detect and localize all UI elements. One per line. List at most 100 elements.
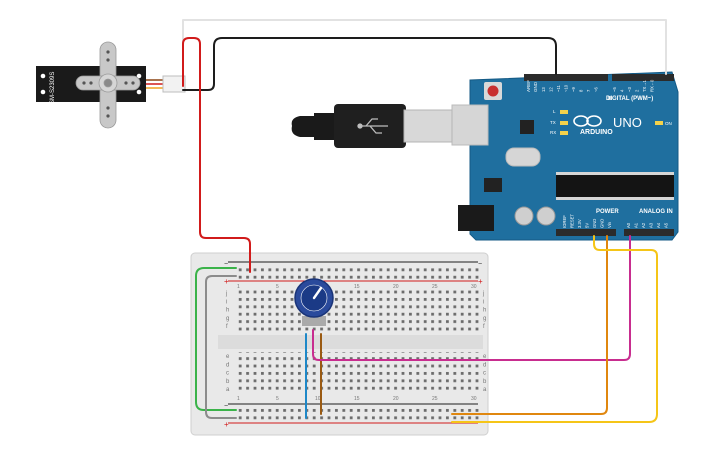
row-letter: b bbox=[483, 379, 487, 385]
column-numbers: 115510101515202025253030 bbox=[237, 284, 477, 402]
row-letter: f bbox=[483, 324, 485, 330]
usb-cable-end bbox=[291, 116, 316, 137]
row-letter: e bbox=[226, 354, 230, 360]
usb-cable bbox=[291, 104, 453, 148]
crystal bbox=[505, 147, 541, 167]
wire-magenta-a0 bbox=[312, 235, 631, 361]
on-led-label: ON bbox=[665, 121, 672, 126]
atmega-chip bbox=[556, 175, 674, 197]
column-number: 30 bbox=[471, 396, 477, 402]
chip-socket-bottom bbox=[556, 197, 674, 200]
analog-pin-label: A2 bbox=[641, 222, 646, 228]
usb-chip bbox=[520, 120, 534, 134]
tx-led bbox=[560, 121, 568, 125]
analog-label: ANALOG IN bbox=[639, 209, 673, 215]
usb-symbol-lower bbox=[369, 125, 382, 134]
digital-header-left bbox=[524, 74, 608, 81]
horn-hole bbox=[131, 81, 135, 85]
logo-right-loop bbox=[586, 115, 602, 127]
row-letter: a bbox=[226, 387, 230, 393]
digital-pin-label: ~5 bbox=[612, 87, 617, 92]
digital-pin-label: RX←0 bbox=[650, 79, 655, 92]
top-minus-sign-right: − bbox=[478, 261, 482, 268]
usb-jack bbox=[451, 104, 489, 146]
digital-pin-label: 8 bbox=[579, 89, 584, 92]
l-led bbox=[560, 110, 568, 114]
row-letter: j bbox=[225, 291, 227, 297]
row-letter: d bbox=[226, 362, 229, 368]
row-letter: i bbox=[226, 299, 227, 305]
on-led bbox=[655, 121, 663, 125]
potentiometer bbox=[294, 278, 334, 326]
digital-pin-label: ~6 bbox=[594, 87, 599, 92]
digital-pin-label: 13 bbox=[541, 87, 546, 92]
arduino-brand: ARDUINO bbox=[580, 129, 613, 136]
column-number: 15 bbox=[354, 284, 360, 290]
row-letter: c bbox=[483, 371, 486, 377]
wire-black-gnd bbox=[182, 37, 557, 91]
analog-pin-label: A4 bbox=[656, 222, 661, 228]
servo-mount-hole bbox=[40, 73, 46, 79]
digital-pin-label: ~11 bbox=[556, 85, 561, 92]
row-letter: a bbox=[483, 387, 487, 393]
wire-orange-5v bbox=[451, 235, 608, 415]
digital-pin-label: 4 bbox=[620, 89, 625, 92]
power-pin-label: Vin bbox=[607, 221, 612, 228]
pot-legs-base bbox=[302, 316, 326, 326]
usb-strain-relief bbox=[314, 113, 336, 140]
digital-pin-label: ~9 bbox=[571, 87, 576, 92]
capacitor-2 bbox=[536, 206, 556, 226]
digital-pin-label: ~3 bbox=[627, 87, 632, 92]
voltage-regulator bbox=[484, 178, 502, 192]
capacitor-1 bbox=[514, 206, 534, 226]
analog-pin-label: A0 bbox=[626, 222, 631, 228]
l-led-label: L bbox=[553, 109, 556, 114]
wire-yellow-gnd bbox=[451, 235, 658, 423]
horn-hole bbox=[106, 114, 110, 118]
horn-hole bbox=[106, 58, 110, 62]
reset-button[interactable] bbox=[487, 85, 499, 97]
tx-led-label: TX bbox=[550, 120, 556, 125]
column-number: 20 bbox=[393, 284, 399, 290]
analog-pin-label: A3 bbox=[649, 222, 654, 228]
power-pin-label: RESET bbox=[570, 214, 575, 228]
digital-label: DIGITAL (PWM~) bbox=[606, 96, 653, 102]
servo-mount-hole bbox=[40, 89, 46, 95]
row-letter: c bbox=[226, 371, 229, 377]
row-letter: g bbox=[483, 316, 486, 322]
top-rail-holes bbox=[236, 264, 480, 279]
chip-socket-top bbox=[556, 172, 674, 175]
digital-pin-label: TX→1 bbox=[642, 79, 647, 92]
rx-led bbox=[560, 131, 568, 135]
column-number: 1 bbox=[237, 396, 240, 402]
arduino-uno: ARDUINO UNO DIGITAL (PWM~) POWER ANALOG … bbox=[451, 71, 679, 241]
row-letter: i bbox=[483, 299, 484, 305]
servo-horn-holes bbox=[82, 50, 135, 118]
wire-gray-left bbox=[205, 275, 237, 419]
column-number: 5 bbox=[276, 284, 279, 290]
column-number: 25 bbox=[432, 284, 438, 290]
logo-left-loop bbox=[573, 115, 589, 127]
column-number: 15 bbox=[354, 396, 360, 402]
servo-horn-screw bbox=[103, 78, 113, 88]
center-channel bbox=[218, 335, 483, 349]
power-pin-label: IOREF bbox=[562, 215, 567, 228]
servo-mount-hole bbox=[136, 73, 142, 79]
power-header bbox=[556, 229, 616, 236]
column-number: 20 bbox=[393, 396, 399, 402]
power-pin-label: GND bbox=[600, 219, 605, 228]
analog-pin-label: A1 bbox=[634, 222, 639, 228]
usb-symbol-upper bbox=[365, 118, 378, 127]
bottom-minus-sign: − bbox=[224, 403, 228, 410]
row-letter: g bbox=[226, 316, 229, 322]
row-letter: j bbox=[482, 291, 484, 297]
gnd-label: GND bbox=[533, 81, 538, 92]
column-number: 5 bbox=[276, 396, 279, 402]
wire-white-signal bbox=[182, 19, 667, 81]
arduino-model: UNO bbox=[613, 115, 642, 130]
column-number: 30 bbox=[471, 284, 477, 290]
